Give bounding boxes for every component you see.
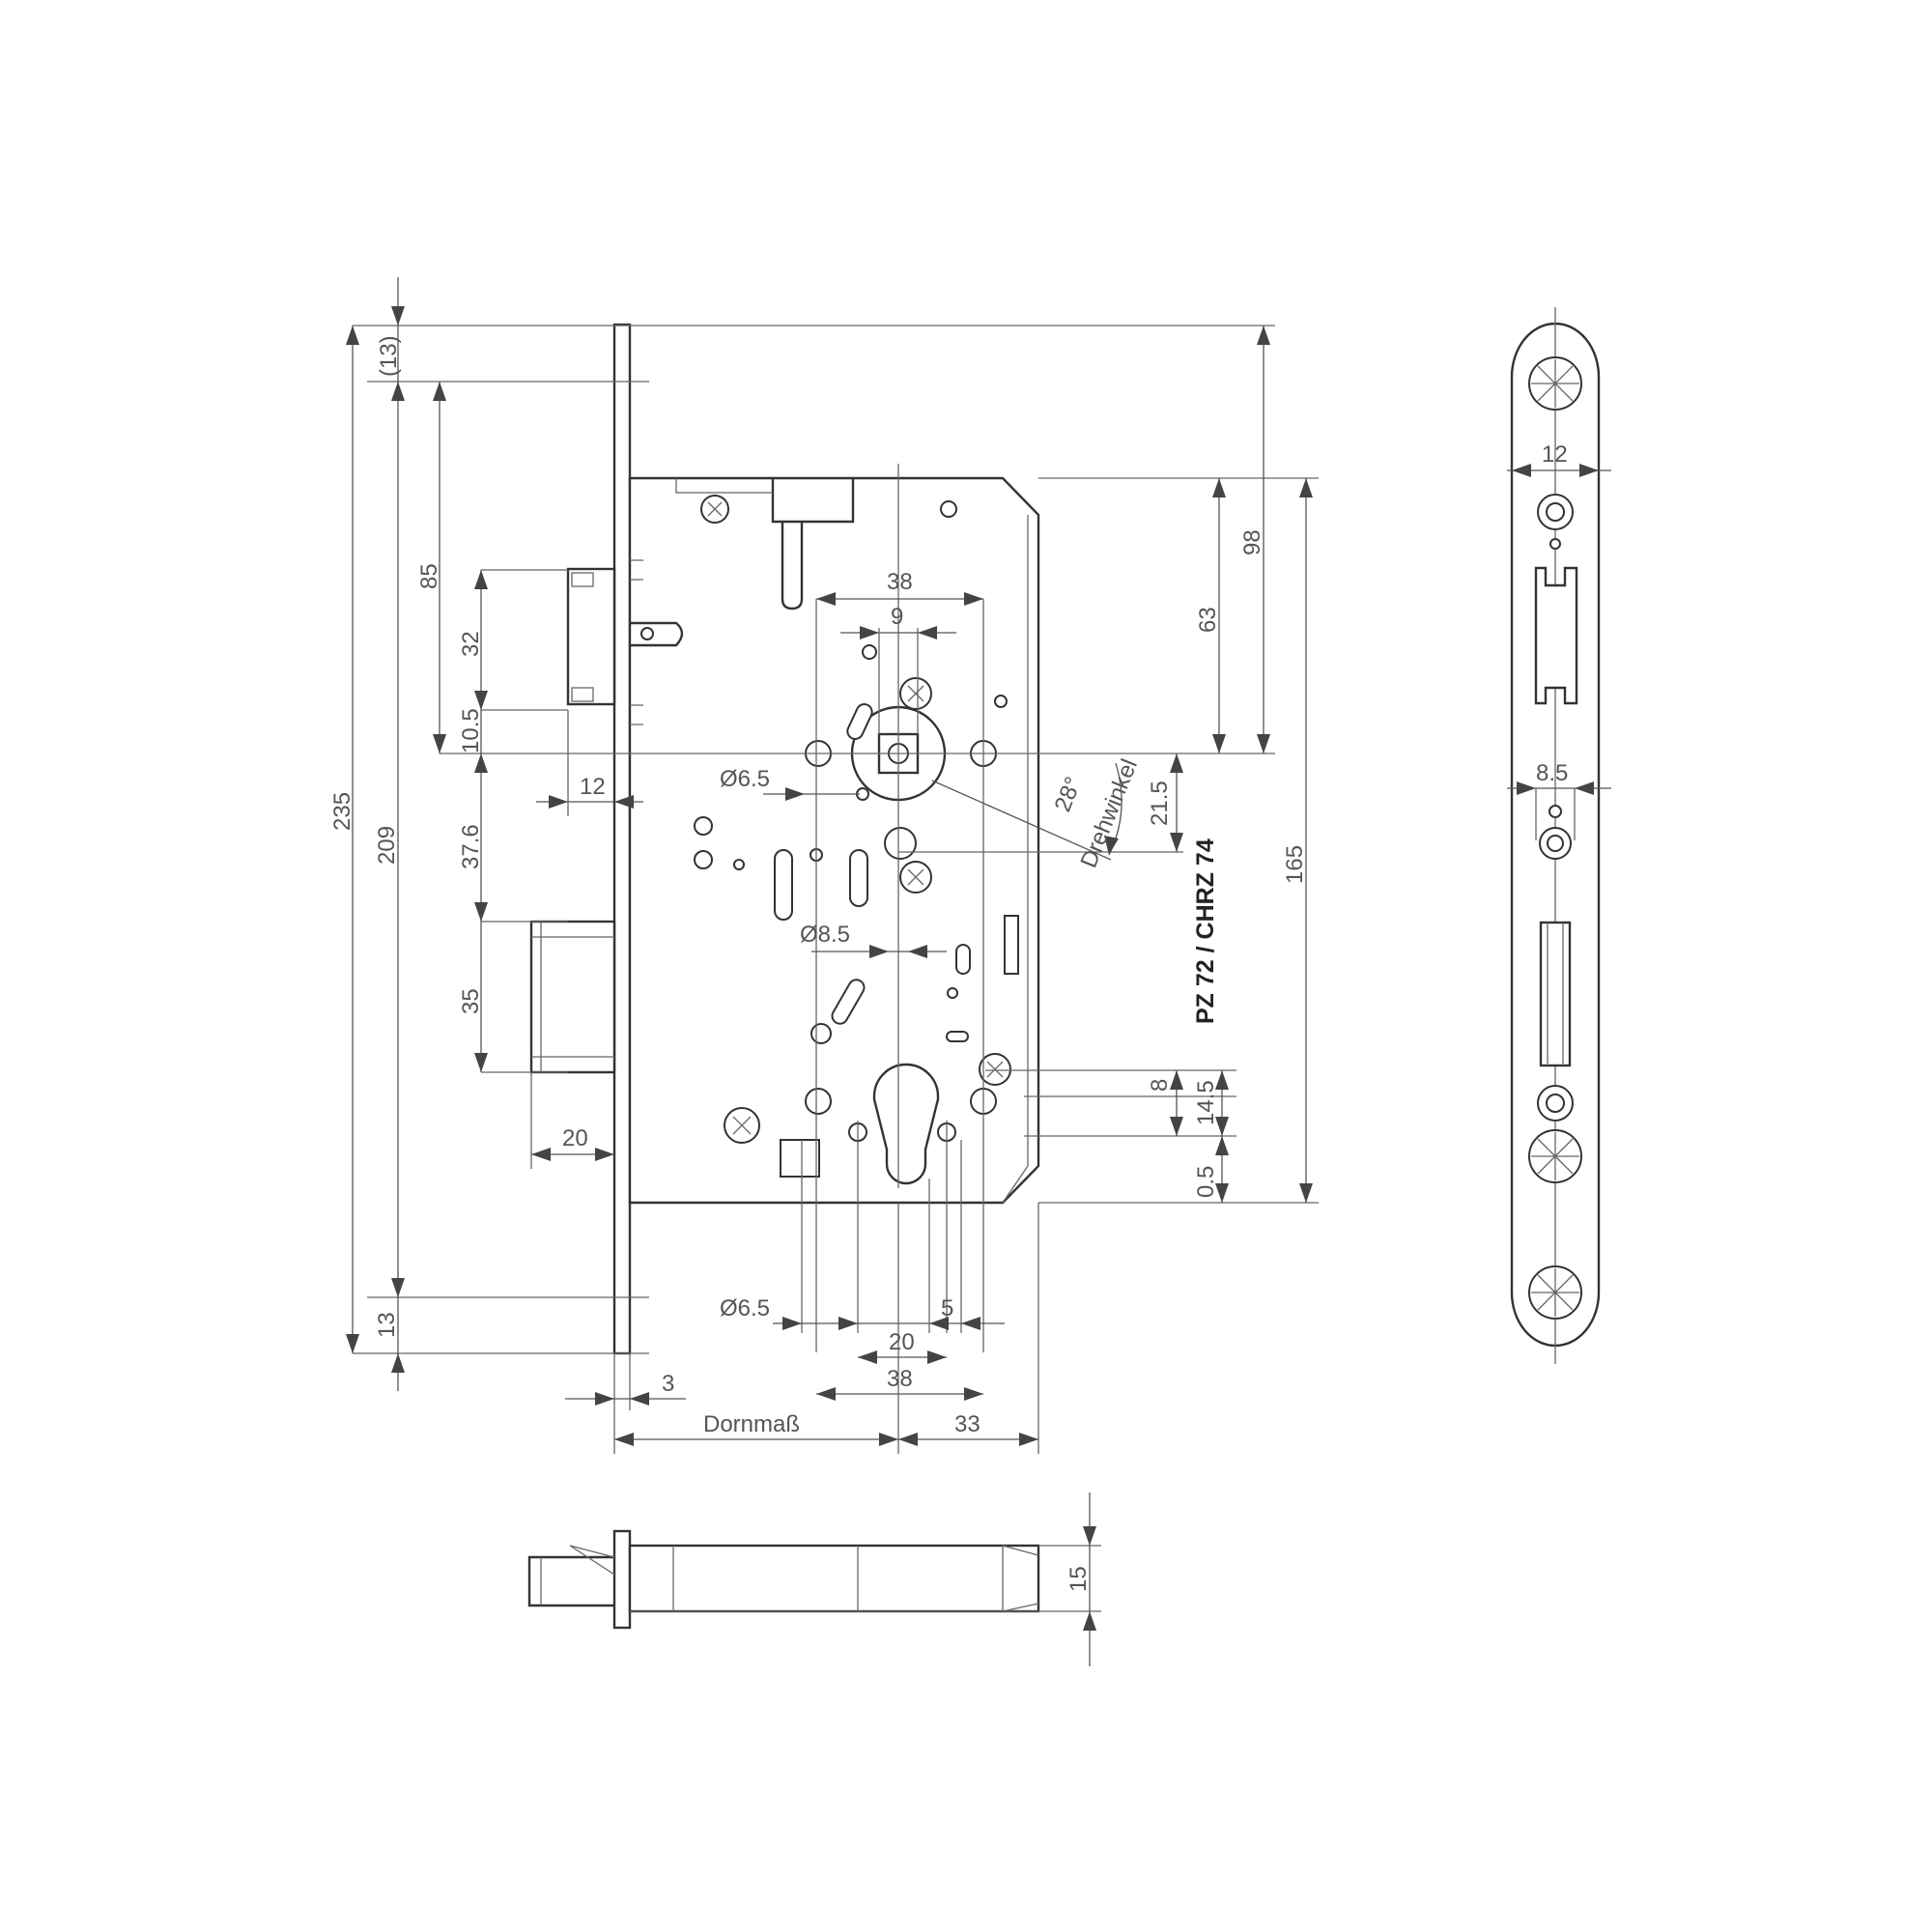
dim-85: 85 [416,563,442,589]
plate-dim-8-5: 8.5 [1536,760,1568,786]
dim-165: 165 [1282,845,1308,884]
dim-8: 8 [1147,1079,1173,1092]
dim-0-5: 0.5 [1193,1166,1219,1198]
dim-235: 235 [329,792,355,831]
dim-12-left: 12 [580,774,606,800]
dim-dia-8-5: Ø8.5 [800,922,850,948]
dim-9: 9 [891,604,903,630]
follower-slot [771,478,855,611]
dim-35: 35 [458,988,484,1014]
faceplate [612,323,632,1355]
dim-3: 3 [662,1371,674,1397]
dim-13-bottom: 13 [374,1312,400,1338]
dim-10-5: 10.5 [458,708,484,753]
dim-20-bottom: 20 [889,1329,915,1355]
case-slots [774,703,1019,1178]
dim-209: 209 [374,826,400,865]
dim-38-bottom: 38 [887,1366,913,1392]
dim-dornmass: Dornmaß [703,1411,800,1437]
dim-20-left: 20 [562,1125,588,1151]
dim-dia-6-5-top: Ø6.5 [720,766,770,792]
bottom-view: 15 [527,1492,1101,1666]
cylinder-cutout [872,1063,940,1185]
dim-38-top: 38 [887,569,913,595]
dim-15: 15 [1065,1566,1092,1592]
dim-98: 98 [1239,529,1265,555]
dim-5: 5 [941,1295,953,1321]
faceplate-view: 12 8.5 [1507,307,1611,1364]
dim-21-5: 21.5 [1147,781,1173,826]
dim-14-5: 14.5 [1193,1080,1219,1125]
latch-bolt [566,559,643,725]
dim-37-6: 37.6 [458,824,484,869]
dim-13-top: (13) [376,335,402,377]
dimension-texts: (13) 235 209 85 32 10.5 12 37.6 35 20 13… [329,335,1308,1437]
dim-63: 63 [1195,607,1221,633]
dimension-lines [346,277,1319,1454]
bottom-case [628,1544,1040,1613]
dim-32: 32 [458,631,484,657]
lock-case [628,476,1040,1205]
deadbolt [529,920,616,1074]
dim-dia-6-5-bottom: Ø6.5 [720,1295,770,1321]
dim-33: 33 [954,1411,980,1437]
lock-front-view [529,323,1040,1355]
angle-28: 28° [1050,773,1088,815]
case-screws [700,495,1011,1144]
plate-dim-12: 12 [1542,441,1568,468]
pz-chrz-label: PZ 72 / CHRZ 74 [1192,838,1219,1024]
bottom-faceplate [612,1529,632,1630]
